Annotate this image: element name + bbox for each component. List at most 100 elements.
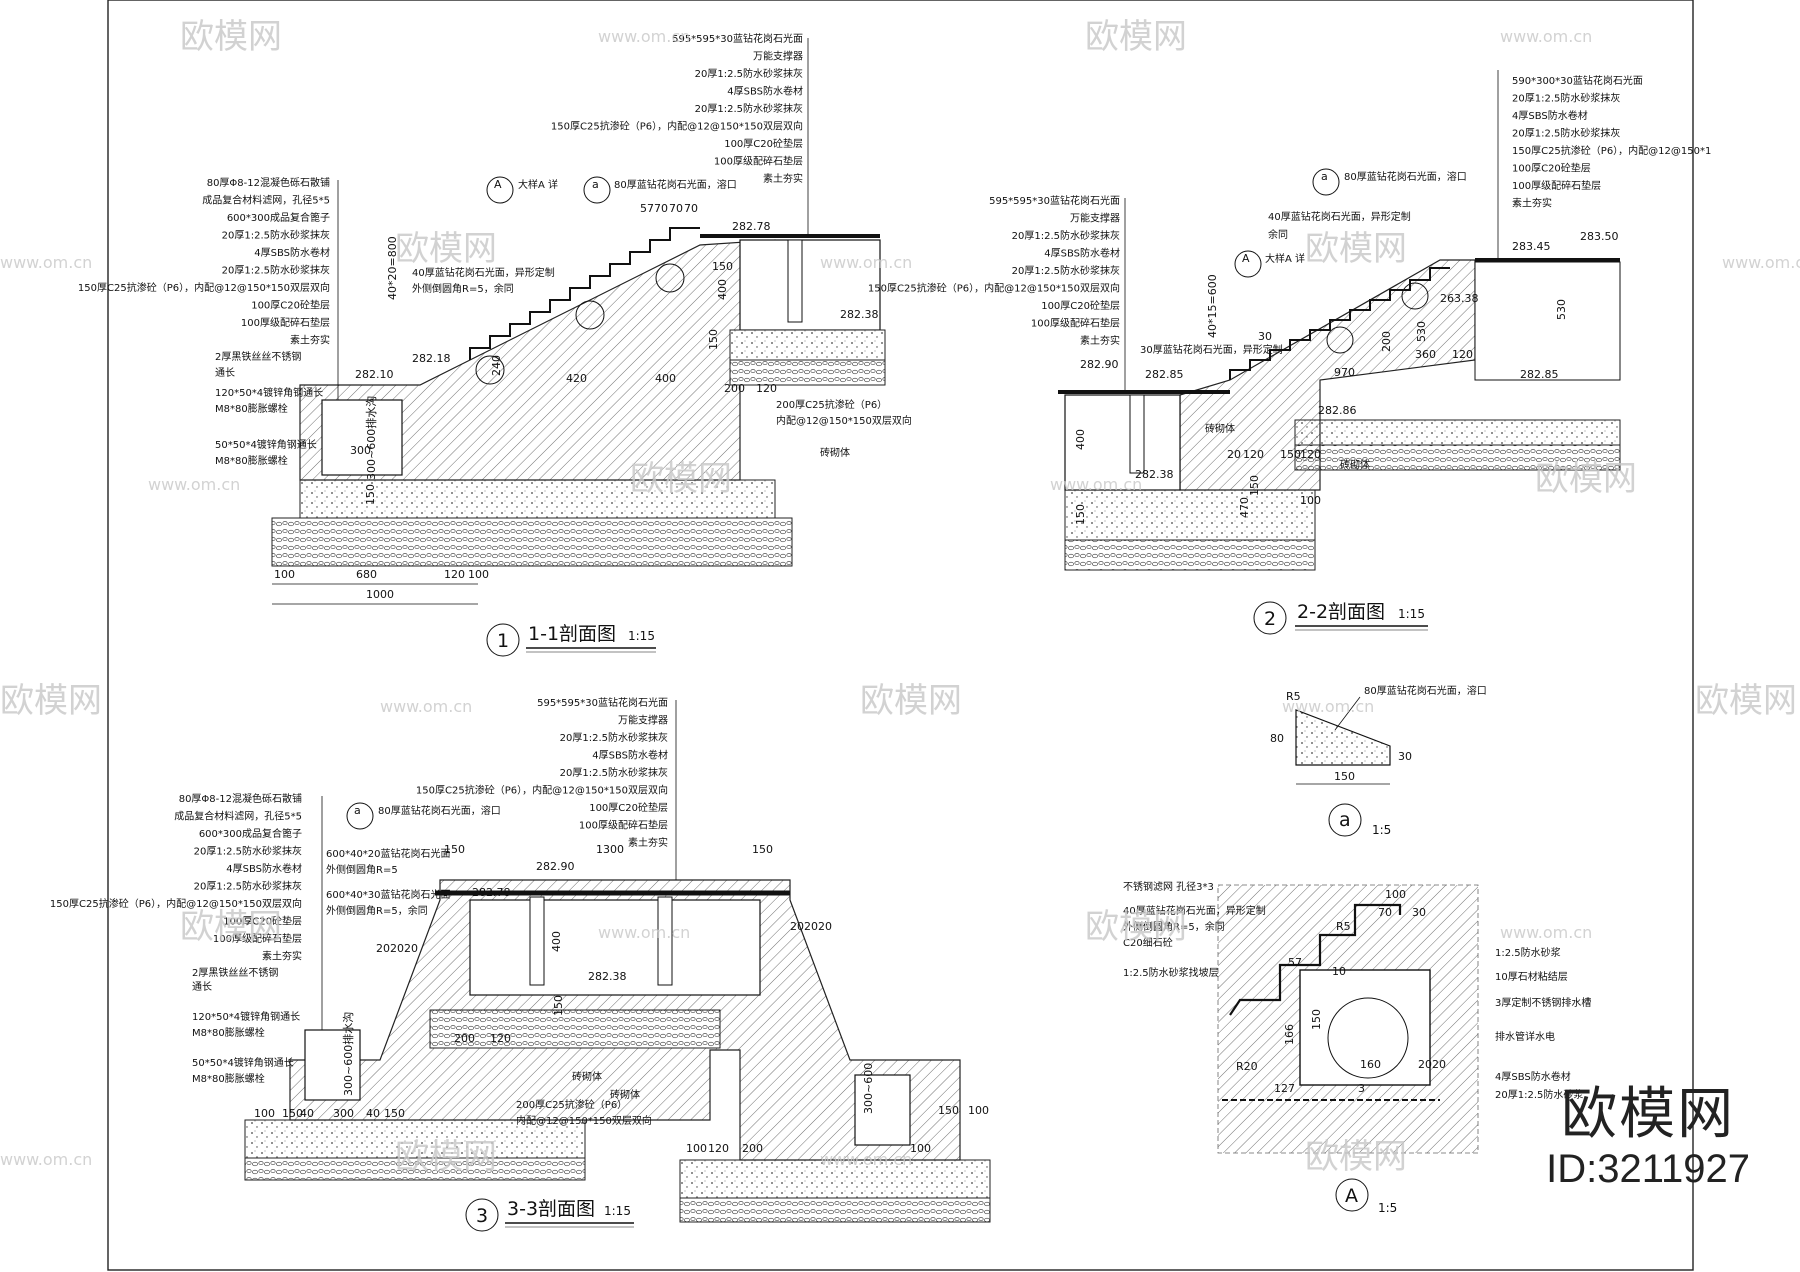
s2-dim: 120	[1300, 448, 1321, 461]
s1-layer-note: 20厚1:2.5防水砂浆抹灰	[695, 102, 803, 115]
s2-callout-big-text: A	[1242, 252, 1250, 265]
s3-misc-note: 通长	[192, 981, 212, 993]
dA-note: 排水管详水电	[1495, 1030, 1555, 1043]
dA-dim: 57	[1288, 956, 1302, 969]
s1-dim: 150	[364, 484, 377, 505]
s2-layer-note: 100厚级配碎石垫层	[1031, 317, 1120, 330]
s3-title-circle	[465, 1198, 499, 1232]
dA-dim: 10	[1332, 965, 1346, 978]
s2-dim: 282.85	[1520, 368, 1559, 381]
s3-dim: 120	[708, 1142, 729, 1155]
s2-layer-note: 20厚1:2.5防水砂浆抹灰	[1512, 127, 1620, 140]
s3-layer-note: 100厚级配碎石垫层	[213, 932, 302, 945]
s3-dim: 200	[742, 1142, 763, 1155]
s3-dim: 150	[282, 1107, 303, 1120]
watermark-logo: 欧模网	[1305, 1137, 1407, 1177]
s3-left-notes: 80厚Φ8-12混凝色砾石散铺成品复合材料滤网，孔径5*5600*300成品复合…	[50, 792, 302, 963]
watermark-logo: 欧模网	[395, 1137, 497, 1177]
s1-layer-note: 成品复合材料滤网，孔径5*5	[202, 194, 330, 207]
dA-note: 40厚蓝钻花岗石光面，异形定制	[1123, 904, 1266, 917]
s3-drain-left	[304, 1029, 361, 1101]
s3-dim: 100	[968, 1104, 989, 1117]
s3-dim: 100	[254, 1107, 275, 1120]
s3-dim: 150	[552, 995, 565, 1016]
s1-dim: 70	[669, 202, 683, 215]
watermark-logo: 欧模网	[630, 459, 732, 499]
dA-notes: 不锈钢滤网 孔径3*340厚蓝钻花岗石光面，异形定制外侧倒圆角R=5，余同C20…	[1123, 880, 1591, 1101]
s3-callout-small	[346, 802, 374, 830]
s1-pipe-1	[475, 355, 505, 385]
s1-layer-note: 4厚SBS防水卷材	[727, 85, 803, 98]
s2-dim: 120	[1452, 348, 1473, 361]
s3-dim: 20	[818, 920, 832, 933]
s3-dim: 282.78	[472, 886, 511, 899]
s1-misc-note: 砖砌体	[820, 446, 850, 459]
s2-callout-small-text: a	[1321, 170, 1328, 183]
s1-dim: 57	[640, 202, 654, 215]
s3-dim: 20	[404, 942, 418, 955]
s3-dim: 400	[550, 931, 563, 952]
s3-tank	[469, 899, 761, 996]
dA-note: C20细石砼	[1123, 936, 1173, 949]
watermarks: 欧模网 欧模网 欧模网 欧模网 欧模网 欧模网 欧模网 欧模网 欧模网 欧模网 …	[0, 17, 1797, 1177]
s3-title: 3-3剖面图	[507, 1198, 595, 1220]
s1-dim: 120	[756, 382, 777, 395]
dA-dim: 20	[1432, 1058, 1446, 1071]
s3-drain-right	[854, 1074, 911, 1146]
s3-layer-note: 100厚C20砼垫层	[589, 801, 668, 814]
s1-dim: 40*20=800	[386, 236, 399, 300]
brand-logo: 欧模网	[1561, 1082, 1736, 1147]
s3-misc-note: 砖砌体	[572, 1070, 602, 1083]
s2-misc-note: 砖砌体	[1205, 422, 1235, 435]
s1-pipe-2	[575, 300, 605, 330]
s2-layer-note: 20厚1:2.5防水砂浆抹灰	[1012, 264, 1120, 277]
s3-misc-note: 600*40*30蓝钻花岗石光面	[326, 888, 451, 901]
dA-dim: 70	[1378, 906, 1392, 919]
s2-layer-note: 100厚级配碎石垫层	[1512, 179, 1601, 192]
s3-layer-note: 成品复合材料滤网，孔径5*5	[174, 810, 302, 823]
s2-pipe-1	[1326, 326, 1354, 354]
watermark-logo: 欧模网	[180, 907, 282, 947]
watermark-logo: 欧模网	[1085, 907, 1187, 947]
s2-raft-concrete	[1294, 419, 1621, 446]
section-2-2: A 大样A 详 a 80厚蓝钻花岗石光面，溶口 590*300*30蓝钻花岗石光…	[868, 70, 1711, 635]
watermark-url: www.om.cn	[148, 475, 240, 494]
s2-dim: 360	[1415, 348, 1436, 361]
s2-dim: 150	[1280, 448, 1301, 461]
s1-dim: 300~600排水沟	[364, 396, 378, 480]
da-title-num: a	[1339, 809, 1351, 831]
s2-dim: 282.86	[1318, 404, 1357, 417]
s1-layer-note: 20厚1:2.5防水砂浆抹灰	[695, 67, 803, 80]
s3-misc-note: 50*50*4镀锌角钢通长	[192, 1056, 294, 1069]
s2-dim: 470	[1238, 497, 1251, 518]
watermark-logo: 欧模网	[395, 229, 497, 269]
dA-dim: 166	[1283, 1024, 1296, 1045]
s2-dim: 263.38	[1440, 292, 1479, 305]
s1-dim: 282.78	[732, 220, 771, 233]
s1-callout-small-text: a	[592, 178, 599, 191]
s3-layer-note: 万能支撑器	[618, 714, 668, 727]
s1-misc-note: 40厚蓝钻花岗石光面，异形定制	[412, 266, 555, 279]
s2-misc-note: 30厚蓝钻花岗石光面，异形定制	[1140, 343, 1283, 356]
dA-dim: 160	[1360, 1058, 1381, 1071]
s3-dim: 20	[790, 920, 804, 933]
dA-note: 1:2.5防水砂浆	[1495, 946, 1561, 959]
s2-layer-note: 万能支撑器	[1070, 212, 1120, 225]
sheet-border	[107, 0, 1694, 1271]
s2-layer-note: 100厚C20砼垫层	[1512, 162, 1591, 175]
s1-layer-note: 100厚C20砼垫层	[724, 137, 803, 150]
s2-layer-note: 4厚SBS防水卷材	[1512, 109, 1588, 122]
watermark-logo: 欧模网	[0, 681, 102, 721]
s3-dim: 100	[686, 1142, 707, 1155]
s3-layer-note: 150厚C25抗渗砼（P6），内配@12@150*150双层双向	[50, 897, 302, 910]
s1-pipe-3	[655, 263, 685, 293]
s1-callout-big	[486, 176, 514, 204]
s1-pedestal	[787, 239, 803, 323]
s1-misc-note: 内配@12@150*150双层双向	[776, 414, 912, 427]
s1-dim: 420	[566, 372, 587, 385]
da-leader	[1334, 696, 1361, 731]
s3-misc-note: 内配@12@150*150双层双向	[516, 1114, 652, 1127]
